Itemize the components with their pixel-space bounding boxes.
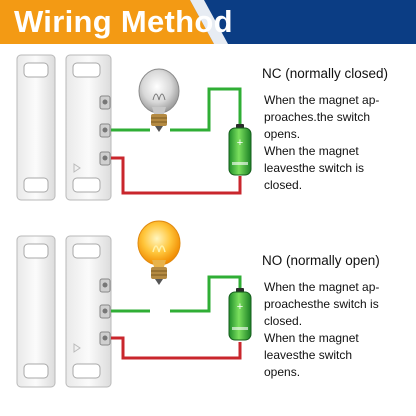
reed-switch-icon: [65, 54, 112, 201]
no-wire-red: [111, 336, 242, 360]
nc-desc-line: proaches.the switch: [264, 110, 371, 124]
no-desc-line: proachesthe switch is: [264, 297, 379, 311]
no-desc-line: closed.: [264, 314, 303, 328]
no-wire-green-right: [170, 275, 242, 313]
page-title: Wiring Method: [14, 4, 233, 39]
no-desc-line: opens.: [264, 365, 301, 379]
banner-stripe: [190, 0, 228, 44]
no-title: NO (normally open): [262, 253, 380, 268]
nc-description: When the magnet ap- proaches.the switch …: [264, 92, 379, 194]
header-banner: Wiring Method: [0, 0, 416, 44]
svg-text:+: +: [237, 301, 243, 313]
nc-wire-red: [111, 156, 242, 195]
light-bulb-icon: [137, 220, 181, 285]
no-desc-line: When the magnet ap-: [264, 280, 380, 294]
no-section-drawing: +: [16, 220, 252, 388]
nc-desc-line: When the magnet ap-: [264, 93, 380, 107]
battery-icon: +: [228, 288, 252, 341]
banner-accent: [0, 0, 214, 44]
wiring-diagram: +: [16, 54, 252, 388]
nc-desc-line: opens.: [264, 127, 301, 141]
nc-wire-green-right: [170, 87, 242, 132]
svg-text:+: +: [237, 137, 243, 149]
nc-desc-line: leavesthe switch is: [264, 161, 365, 175]
light-bulb-icon: [138, 68, 180, 132]
magnet-block-icon: [16, 54, 56, 201]
nc-desc-line: closed.: [264, 178, 303, 192]
no-description: When the magnet ap- proachesthe switch i…: [264, 279, 379, 381]
no-desc-line: When the magnet: [264, 331, 359, 345]
reed-switch-icon: [65, 235, 112, 388]
nc-section-drawing: +: [16, 54, 252, 201]
nc-desc-line: When the magnet: [264, 144, 359, 158]
nc-title: NC (normally closed): [262, 66, 389, 81]
magnet-block-icon: [16, 235, 56, 388]
no-desc-line: leavesthe switch: [264, 348, 353, 362]
banner-background: [0, 0, 416, 44]
battery-icon: +: [228, 124, 252, 176]
